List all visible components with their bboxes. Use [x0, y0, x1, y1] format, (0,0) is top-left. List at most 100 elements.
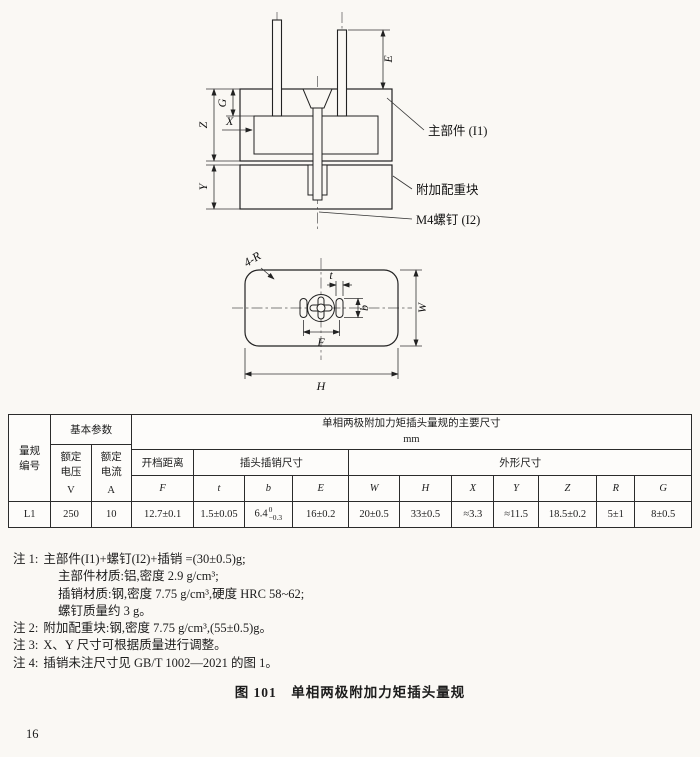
cell-b-sub: −0.3	[268, 513, 283, 522]
symbol-H: H	[398, 474, 453, 502]
cell-R: 5±1	[596, 500, 636, 528]
cross-section-figure: E G Z Y X 主部件 (I1)	[196, 12, 487, 232]
current-line2: 电流	[100, 467, 122, 479]
note-1-text: 主部件(I1)+螺钉(I2)+插销 =(30±0.5)g;	[43, 552, 246, 566]
dimension-Y: Y	[196, 164, 240, 210]
cell-current: 10	[90, 500, 132, 528]
pin-slots	[299, 298, 344, 318]
label-screw: M4螺钉 (I2)	[416, 213, 480, 227]
pin-slot-left	[299, 298, 308, 318]
group-outline-dimensions: 外形尺寸	[348, 448, 692, 476]
gauge-outline	[244, 269, 399, 347]
note-1-line-4: 螺钉质量约 3 g。	[58, 603, 152, 618]
symbol-W: W	[348, 474, 400, 502]
callouts: 主部件 (I1) 附加配重块 M4螺钉 (I2)	[318, 97, 487, 227]
dim-W-label: W	[415, 302, 429, 313]
figure-caption: 图 101 单相两极附加力矩插头量规	[234, 685, 466, 700]
pin-right	[336, 29, 348, 117]
pin-slot-right	[335, 298, 344, 318]
corner-radius-callout: 4-R	[241, 248, 275, 280]
dim-G-label: G	[215, 98, 229, 107]
dim-Z-label: Z	[196, 121, 210, 128]
table-title-text: 单相两极附加力矩插头量规的主要尺寸	[322, 418, 501, 429]
gauge-no-line1: 量规	[19, 445, 41, 457]
cell-b-base: 6.4	[254, 508, 268, 520]
header-rated-voltage: 额定 电压 V	[50, 444, 92, 502]
cell-t: 1.5±0.05	[193, 500, 245, 528]
symbol-F: F	[130, 474, 195, 502]
screw-head	[307, 294, 335, 322]
centerlines	[232, 258, 412, 360]
dim-t-label: t	[329, 268, 333, 282]
note-3-text: X、Y 尺寸可根据质量进行调整。	[43, 638, 227, 653]
corner-radius-label: 4-R	[241, 248, 264, 269]
voltage-line2: 电压	[60, 467, 82, 479]
cell-G: 8±0.5	[634, 500, 692, 528]
note-2: 注 2: 附加配重块:钢,密度 7.75 g/cm³,(55±0.5)g。	[13, 620, 691, 637]
symbol-b: b	[243, 474, 294, 502]
group-gap-distance: 开档距离	[130, 448, 195, 476]
symbol-t: t	[193, 474, 245, 502]
dim-H-label: H	[316, 379, 327, 393]
header-basic-params: 基本参数	[50, 414, 132, 445]
symbol-G: G	[634, 474, 692, 502]
dim-F-label: F	[316, 335, 325, 349]
voltage-line1: 额定	[60, 452, 82, 464]
symbol-R: R	[596, 474, 636, 502]
dimension-G: G	[206, 88, 254, 117]
cell-voltage: 250	[50, 500, 92, 528]
voltage-unit: V	[67, 485, 75, 497]
cell-Y: ≈11.5	[493, 500, 539, 528]
dimension-b: b	[344, 297, 371, 319]
label-weight-block: 附加配重块	[416, 182, 479, 197]
cell-H: 33±0.5	[398, 500, 453, 528]
screw-shaft	[312, 107, 323, 201]
header-main-title: 单相两极附加力矩插头量规的主要尺寸 mm	[130, 414, 693, 450]
note-1-label: 注 1:	[13, 552, 39, 566]
dimension-H: H	[244, 348, 399, 393]
dimension-F: F	[302, 320, 341, 349]
page-number: 16	[26, 727, 39, 741]
label-main-part: 主部件 (I1)	[428, 123, 487, 138]
cell-b-sup: 0	[268, 504, 273, 514]
note-4-text: 插销未注尺寸见 GB/T 1002—2021 的图 1。	[43, 655, 278, 670]
cell-F: 12.7±0.1	[130, 500, 195, 528]
group-pin-dimensions: 插头插销尺寸	[193, 448, 350, 476]
dim-E-label: E	[381, 55, 395, 64]
dimension-X: X	[222, 114, 253, 133]
note-4: 注 4:插销未注尺寸见 GB/T 1002—2021 的图 1。	[13, 655, 691, 672]
dimension-Z: Z	[196, 88, 240, 162]
note-2-label: 注 2:	[13, 621, 39, 635]
dimension-t: t	[327, 268, 352, 296]
dimension-W: W	[400, 269, 429, 347]
plan-view-figure: t b F W H	[232, 248, 429, 393]
note-1-line-1: 注 1: 主部件(I1)+螺钉(I2)+插销 =(30±0.5)g;	[13, 551, 691, 568]
note-2-text: 附加配重块:钢,密度 7.75 g/cm³,(55±0.5)g。	[43, 621, 273, 635]
symbol-E: E	[291, 474, 350, 502]
cell-gauge-id: L1	[7, 500, 52, 528]
note-3: 注 3: X、Y 尺寸可根据质量进行调整。	[13, 637, 691, 654]
dim-b-label: b	[357, 305, 371, 311]
dim-Y-label: Y	[196, 182, 210, 190]
note-3-label: 注 3:	[13, 638, 39, 653]
notes-block: 注 1: 主部件(I1)+螺钉(I2)+插销 =(30±0.5)g; 主部件材质:…	[13, 551, 691, 672]
symbol-X: X	[451, 474, 495, 502]
internal-cavity	[253, 88, 379, 201]
header-gauge-number: 量规 编号	[7, 414, 52, 502]
table-unit-text: mm	[403, 433, 420, 445]
plug-pins	[271, 19, 348, 117]
dim-X-label: X	[225, 114, 234, 128]
note-1-line-2: 主部件材质:铝,密度 2.9 g/cm³;	[58, 569, 219, 584]
cell-X: ≈3.3	[451, 500, 495, 528]
symbol-Z: Z	[537, 474, 598, 502]
gauge-no-line2: 编号	[19, 460, 41, 472]
cell-Z: 18.5±0.2	[537, 500, 598, 528]
pin-left	[271, 19, 283, 117]
header-rated-current: 额定 电流 A	[90, 444, 132, 502]
symbol-Y: Y	[493, 474, 539, 502]
cell-E: 16±0.2	[291, 500, 350, 528]
cell-W: 20±0.5	[348, 500, 400, 528]
dimension-E: E	[348, 29, 395, 90]
